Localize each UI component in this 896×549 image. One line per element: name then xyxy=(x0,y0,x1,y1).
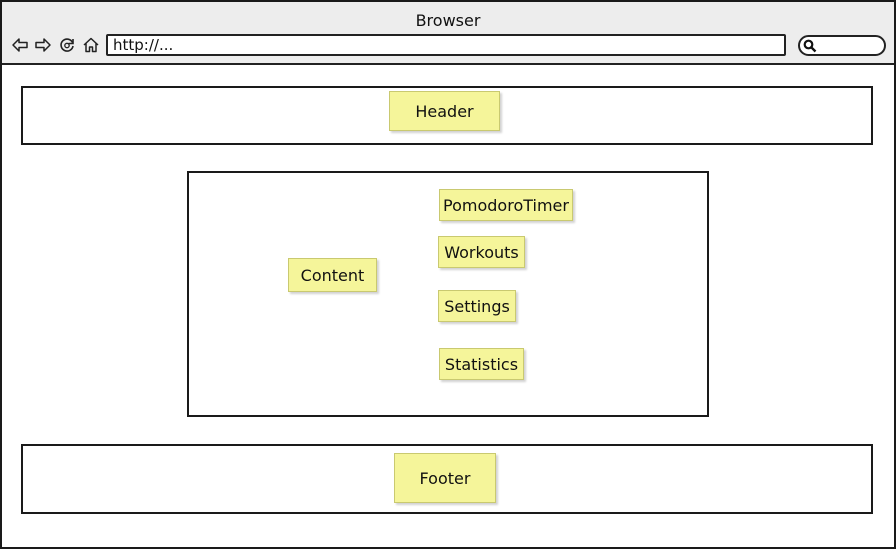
search-icon xyxy=(803,39,817,53)
back-arrow-icon[interactable] xyxy=(11,36,29,54)
footer-note: Footer xyxy=(394,453,496,503)
address-bar[interactable]: http://... xyxy=(106,34,786,56)
search-field[interactable] xyxy=(798,35,886,56)
pomodoro-timer-note: PomodoroTimer xyxy=(439,189,573,221)
content-note: Content xyxy=(288,258,377,292)
header-note: Header xyxy=(389,91,500,131)
forward-arrow-icon[interactable] xyxy=(34,36,52,54)
workouts-note: Workouts xyxy=(438,236,525,268)
reload-icon[interactable] xyxy=(58,36,76,54)
window-title: Browser xyxy=(415,11,481,30)
statistics-note: Statistics xyxy=(439,348,524,380)
toolbar-divider xyxy=(2,63,894,65)
home-icon[interactable] xyxy=(82,36,100,54)
settings-note: Settings xyxy=(438,290,516,322)
